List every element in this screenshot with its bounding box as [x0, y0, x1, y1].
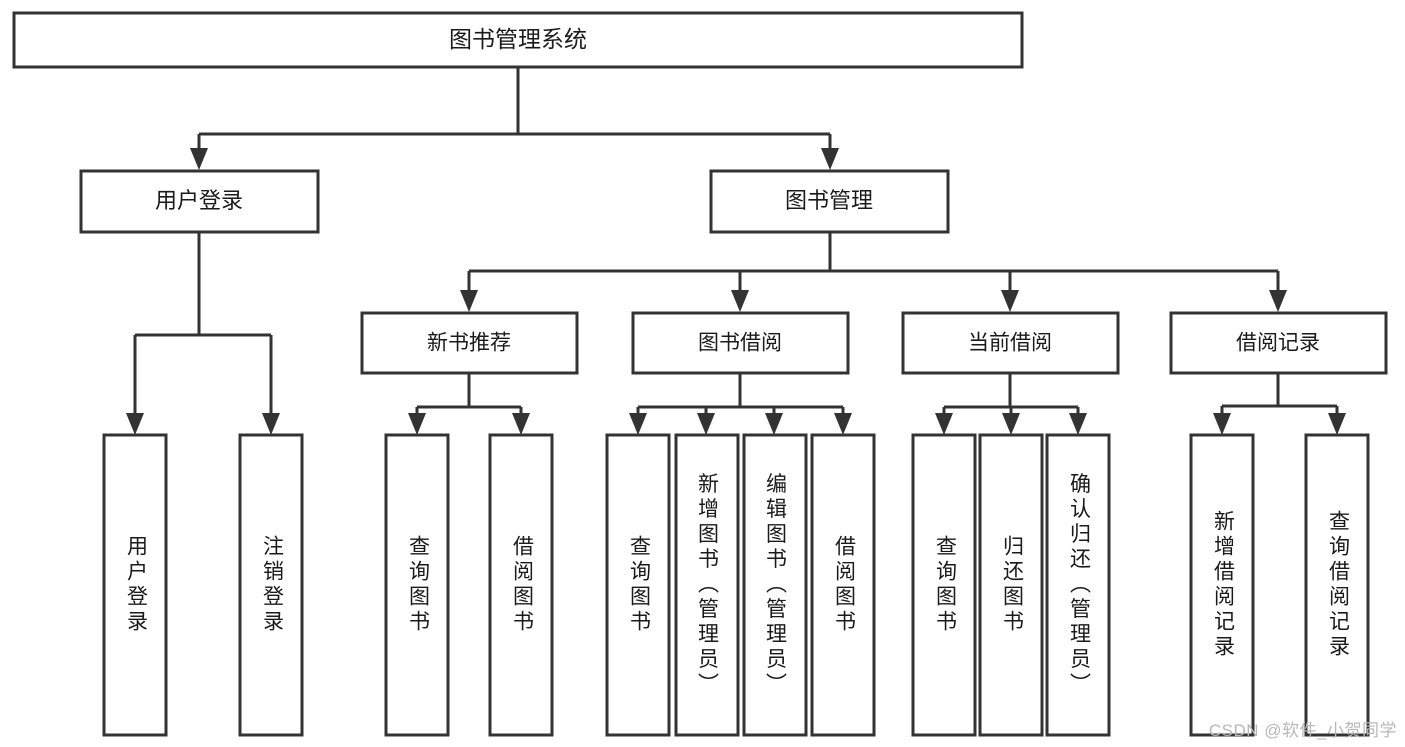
arrow-current-borrow-leaf-3: [1069, 413, 1087, 435]
node-root-system[interactable]: 图书管理系统: [12, 11, 1024, 69]
arrow-to-borrow-record: [1269, 290, 1287, 312]
csdn-watermark: CSDN @软件_小贺同学: [1208, 721, 1397, 740]
leaf-borrow-record-query-box[interactable]: [1304, 433, 1370, 737]
node-book-borrow-label: 图书借阅: [698, 332, 782, 355]
leaf-book-borrow-query[interactable]: 查询图书: [605, 433, 671, 737]
leaf-user-login-logout-label: 注销登录: [260, 535, 284, 635]
leaf-current-borrow-return[interactable]: 归还图书: [978, 433, 1044, 737]
leaf-user-login-logout[interactable]: 注销登录: [238, 433, 304, 737]
leaf-user-login-login-label: 用户登录: [124, 535, 148, 635]
connector-group: [126, 67, 1346, 435]
arrow-book-borrow-leaf-2: [697, 413, 715, 435]
leaf-borrow-record-query[interactable]: 查询借阅记录: [1304, 433, 1370, 737]
leaf-new-book-query-box[interactable]: [384, 433, 450, 737]
node-new-book-recommend-label: 新书推荐: [427, 332, 511, 355]
arrow-user-login-leaf-1: [126, 413, 144, 435]
leaf-book-borrow-borrow-label: 借阅图书: [832, 535, 856, 635]
leaf-current-borrow-query[interactable]: 查询图书: [911, 433, 977, 737]
node-borrow-record-label: 借阅记录: [1236, 332, 1320, 355]
leaf-current-borrow-return-box[interactable]: [978, 433, 1044, 737]
node-user-login-label: 用户登录: [155, 188, 243, 213]
arrow-to-new-book-recommend: [460, 290, 478, 312]
arrow-to-book-borrow: [731, 290, 749, 312]
leaf-new-book-borrow-label: 借阅图书: [510, 535, 534, 635]
arrow-book-borrow-leaf-4: [834, 413, 852, 435]
leaf-book-borrow-query-label: 查询图书: [627, 535, 651, 635]
arrow-current-borrow-leaf-2: [1002, 413, 1020, 435]
leaf-book-borrow-add-box[interactable]: [674, 433, 740, 737]
leaf-borrow-record-add-label: 新增借阅记录: [1211, 510, 1235, 660]
arrow-borrow-record-leaf-1: [1213, 413, 1231, 435]
leaf-new-book-query-label: 查询图书: [406, 535, 430, 635]
leaf-book-borrow-edit[interactable]: 编辑图书（管理员）: [742, 433, 808, 737]
leaf-user-login-logout-box[interactable]: [238, 433, 304, 737]
leaf-book-borrow-borrow[interactable]: 借阅图书: [810, 433, 876, 737]
node-new-book-recommend[interactable]: 新书推荐: [360, 311, 579, 375]
node-book-management-box[interactable]: [709, 169, 950, 234]
arrow-new-book-leaf-1: [408, 413, 426, 435]
node-user-login[interactable]: 用户登录: [79, 169, 320, 234]
leaf-book-borrow-add[interactable]: 新增图书（管理员）: [674, 433, 740, 737]
leaf-user-login-login[interactable]: 用户登录: [102, 433, 168, 737]
arrow-current-borrow-leaf-1: [935, 413, 953, 435]
node-new-book-recommend-box[interactable]: [360, 311, 579, 375]
leaf-current-borrow-confirm-label: 确认归还（管理员）: [1067, 473, 1091, 698]
arrow-book-borrow-leaf-1: [629, 413, 647, 435]
node-current-borrow-label: 当前借阅: [968, 332, 1052, 355]
arrow-to-book-mgmt: [821, 148, 839, 170]
leaf-borrow-record-query-label: 查询借阅记录: [1326, 510, 1350, 660]
leaf-book-borrow-add-label: 新增图书（管理员）: [695, 473, 719, 698]
leaf-new-book-borrow-box[interactable]: [488, 433, 554, 737]
leaf-user-login-login-box[interactable]: [102, 433, 168, 737]
leaf-borrow-record-add[interactable]: 新增借阅记录: [1189, 433, 1255, 737]
leaf-current-borrow-return-label: 归还图书: [1000, 535, 1024, 635]
leaf-new-book-borrow[interactable]: 借阅图书: [488, 433, 554, 737]
node-current-borrow[interactable]: 当前借阅: [901, 311, 1120, 375]
leaf-book-borrow-edit-box[interactable]: [742, 433, 808, 737]
leaf-book-borrow-query-box[interactable]: [605, 433, 671, 737]
arrow-book-borrow-leaf-3: [765, 413, 783, 435]
leaf-new-book-query[interactable]: 查询图书: [384, 433, 450, 737]
node-book-borrow[interactable]: 图书借阅: [631, 311, 850, 375]
node-borrow-record[interactable]: 借阅记录: [1169, 311, 1388, 375]
leaf-current-borrow-confirm-box[interactable]: [1045, 433, 1111, 737]
leaf-borrow-record-add-box[interactable]: [1189, 433, 1255, 737]
arrow-to-current-borrow: [1001, 290, 1019, 312]
node-root-system-box[interactable]: [12, 11, 1024, 69]
leaf-current-borrow-query-label: 查询图书: [933, 535, 957, 635]
leaf-current-borrow-confirm[interactable]: 确认归还（管理员）: [1045, 433, 1111, 737]
node-current-borrow-box[interactable]: [901, 311, 1120, 375]
arrow-user-login-leaf-2: [262, 413, 280, 435]
leaf-book-borrow-edit-label: 编辑图书（管理员）: [763, 473, 787, 698]
node-book-borrow-box[interactable]: [631, 311, 850, 375]
arrow-to-user-login: [190, 148, 208, 170]
node-book-management[interactable]: 图书管理: [709, 169, 950, 234]
arrow-borrow-record-leaf-2: [1328, 413, 1346, 435]
node-root-system-label: 图书管理系统: [449, 26, 587, 52]
node-borrow-record-box[interactable]: [1169, 311, 1388, 375]
node-book-management-label: 图书管理: [785, 188, 873, 213]
leaf-current-borrow-query-box[interactable]: [911, 433, 977, 737]
node-user-login-box[interactable]: [79, 169, 320, 234]
arrow-new-book-leaf-2: [512, 413, 530, 435]
leaf-book-borrow-borrow-box[interactable]: [810, 433, 876, 737]
